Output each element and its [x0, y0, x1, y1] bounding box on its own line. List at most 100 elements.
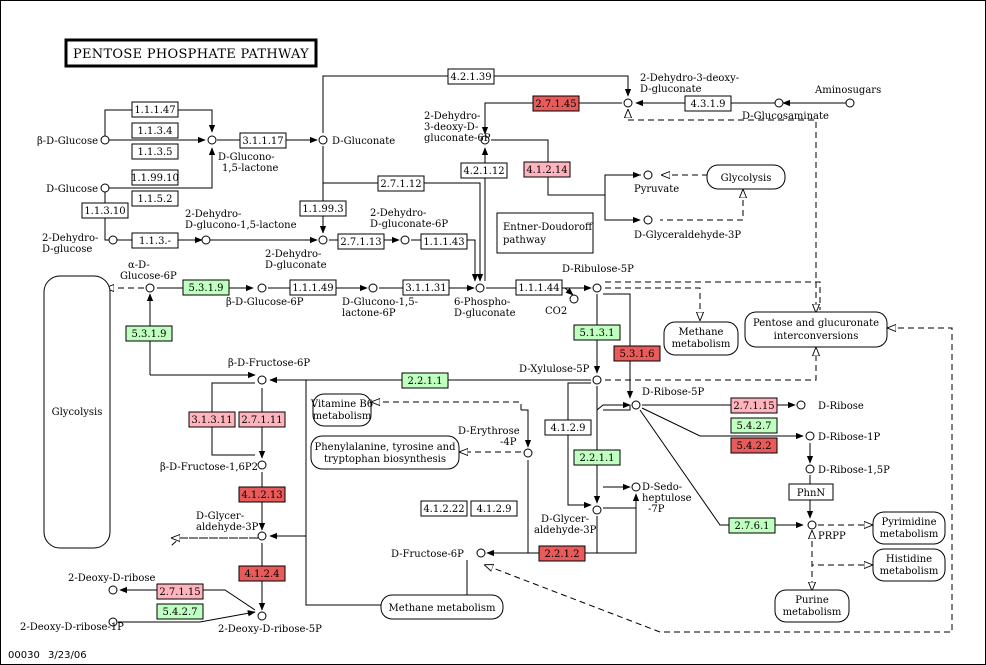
node-d-glucose — [100, 183, 110, 193]
map-methane-metabolism-bottom[interactable]: Methane metabolism — [380, 594, 504, 620]
label-dh-gluconate-6p-2: D-gluconate-6P — [370, 219, 448, 230]
label-2-dehydro-glucose-2: D-glucose — [42, 244, 92, 255]
enzyme-4-1-2-9-upper[interactable]: 4.1.2.9 — [544, 419, 592, 436]
svg-text:1.1.1.43: 1.1.1.43 — [423, 237, 464, 248]
enzyme-2-7-1-45[interactable]: 2.7.1.45 — [532, 95, 580, 112]
node-glucono-lactone-6p — [368, 283, 378, 293]
enzyme-2-7-1-11[interactable]: 2.7.1.11 — [238, 411, 286, 428]
enzyme-2-2-1-1-lower[interactable]: 2.2.1.1 — [573, 449, 621, 466]
node-ribose-15p — [805, 464, 815, 474]
enzyme-1-1-1-43[interactable]: 1.1.1.43 — [420, 233, 468, 250]
enzyme-4-1-2-22[interactable]: 4.1.2.22 — [420, 500, 468, 517]
label-2-deoxy-ribose-5p: 2-Deoxy-D-ribose-5P — [218, 624, 322, 635]
map-glycolysis-left[interactable]: Glycolysis — [43, 275, 111, 549]
enzyme-5-3-1-9-left[interactable]: 5.3.1.9 — [125, 325, 173, 342]
enzyme-5-4-2-7-right[interactable]: 5.4.2.7 — [730, 417, 778, 434]
label-a-glucose-6p-1: α-D- — [128, 260, 150, 271]
map-vitamin-b6[interactable]: Vitamine B6 metabolism — [310, 393, 373, 427]
enzyme-1-1-3-5[interactable]: 1.1.3.5 — [131, 143, 179, 160]
label-ribose-1p: D-Ribose-1P — [818, 432, 881, 443]
enzyme-1-1-3-4[interactable]: 1.1.3.4 — [131, 122, 179, 139]
map-pyrimidine[interactable]: Pyrimidine metabolism — [872, 511, 946, 545]
node-dh-glucono-lactone — [201, 235, 211, 245]
svg-text:1.1.1.47: 1.1.1.47 — [134, 105, 175, 116]
node-erythrose-4p — [523, 448, 533, 458]
enzyme-4-1-2-14[interactable]: 4.1.2.14 — [523, 161, 571, 178]
label-gap-left-2: aldehyde-3P — [196, 522, 259, 533]
node-2-dehydro-gluconate — [318, 235, 328, 245]
enzyme-1-1-5-2[interactable]: 1.1.5.2 — [131, 190, 179, 207]
node-fructose-16p2 — [257, 460, 267, 470]
map-histidine[interactable]: Histidine metabolism — [872, 548, 946, 582]
label-kdg-2: D-gluconate — [640, 84, 702, 95]
enzyme-3-1-3-11[interactable]: 3.1.3.11 — [188, 411, 236, 428]
label-prpp: PRPP — [818, 531, 846, 542]
enzyme-1-1-3-dash[interactable]: 1.1.3.- — [131, 232, 179, 249]
map-pentose-glucuronate[interactable]: Pentose and glucuronate interconversions — [744, 311, 888, 348]
enzyme-5-3-1-6[interactable]: 5.3.1.6 — [613, 345, 661, 362]
label-ribose-15p: D-Ribose-1,5P — [818, 465, 890, 476]
node-co2 — [569, 294, 579, 304]
enzyme-2-2-1-1-top[interactable]: 2.2.1.1 — [401, 372, 449, 389]
map-glycolysis-top[interactable]: Glycolysis — [706, 164, 786, 190]
label-6pg-2: D-gluconate — [454, 308, 516, 319]
enzyme-1-1-99-10[interactable]: 1.1.99.10 — [131, 169, 179, 186]
enzyme-4-2-1-12[interactable]: 4.2.1.12 — [460, 162, 508, 179]
enzyme-1-1-3-10[interactable]: 1.1.3.10 — [81, 202, 129, 219]
enzyme-3-1-1-31[interactable]: 3.1.1.31 — [402, 279, 450, 296]
label-glucono-lactone-1: D-Glucono- — [218, 152, 275, 163]
svg-text:1.1.99.3: 1.1.99.3 — [302, 204, 343, 215]
map-phe-tyr-trp[interactable]: Phenylalanine, tyrosine and tryptophan b… — [310, 435, 460, 470]
enzyme-1-1-1-49[interactable]: 1.1.1.49 — [289, 279, 337, 296]
map-methane-metabolism-right[interactable]: Methane metabolism — [663, 321, 739, 356]
enzyme-4-1-2-13[interactable]: 4.1.2.13 — [238, 486, 286, 503]
node-gap-ed — [643, 215, 653, 225]
enzyme-4-1-2-9-lower[interactable]: 4.1.2.9 — [470, 500, 518, 517]
compound-nodes[interactable] — [100, 98, 855, 627]
label-dh-gluconate-2: D-gluconate — [265, 260, 327, 271]
enzyme-5-4-2-2[interactable]: 5.4.2.2 — [730, 437, 778, 454]
label-gap-mid-2: aldehyde-3P — [534, 525, 597, 536]
pathway-map-links[interactable]: Glycolysis Entner-Doudoroff pathway Glyc… — [43, 164, 946, 623]
svg-text:1.1.5.2: 1.1.5.2 — [138, 194, 173, 205]
enzyme-3-1-1-17[interactable]: 3.1.1.17 — [239, 132, 287, 149]
enzyme-4-2-1-39[interactable]: 4.2.1.39 — [447, 68, 495, 85]
enzyme-2-7-1-13[interactable]: 2.7.1.13 — [337, 233, 385, 250]
label-a-glucose-6p-2: Glucose-6P — [120, 271, 177, 282]
map-purine[interactable]: Purine metabolism — [774, 589, 850, 623]
enzyme-boxes[interactable]: 1.1.1.47 1.1.3.4 1.1.3.5 1.1.99.10 1.1.5… — [81, 68, 834, 620]
node-ribulose-5p — [592, 283, 602, 293]
label-gap-left-1: D-Glycer- — [196, 511, 244, 522]
label-dh-gluconate-1: 2-Dehydro- — [265, 249, 321, 260]
enzyme-5-3-1-9-top[interactable]: 5.3.1.9 — [182, 279, 230, 296]
node-2-dehydro-glucose — [108, 235, 118, 245]
node-b-glucose-6p — [257, 283, 267, 293]
label-sedo-2: heptulose — [642, 493, 692, 504]
label-b-fructose-6p: β-D-Fructose-6P — [228, 358, 310, 369]
enzyme-2-7-1-15-right[interactable]: 2.7.1.15 — [730, 397, 778, 414]
label-co2: CO2 — [545, 306, 567, 317]
enzyme-1-1-99-3[interactable]: 1.1.99.3 — [299, 200, 347, 217]
node-2-dehydro-gluconate-6p — [400, 235, 410, 245]
enzyme-2-7-6-1[interactable]: 2.7.6.1 — [728, 517, 776, 534]
enzyme-2-7-1-15-left[interactable]: 2.7.1.15 — [156, 583, 204, 600]
svg-text:5.4.2.7: 5.4.2.7 — [163, 607, 198, 618]
enzyme-phnn[interactable]: PhnN — [788, 483, 834, 501]
svg-text:2.7.1.15: 2.7.1.15 — [733, 401, 774, 412]
svg-text:Histidine: Histidine — [886, 554, 932, 565]
node-glucono-lactone — [207, 135, 217, 145]
svg-text:Glycolysis: Glycolysis — [52, 407, 103, 418]
map-footer: 00030 3/23/06 — [8, 650, 87, 661]
enzyme-1-1-1-44[interactable]: 1.1.1.44 — [515, 279, 563, 296]
enzyme-4-1-2-4[interactable]: 4.1.2.4 — [238, 565, 286, 582]
map-entner-doudoroff[interactable]: Entner-Doudoroff pathway — [496, 212, 594, 254]
enzyme-2-2-1-2[interactable]: 2.2.1.2 — [538, 545, 586, 562]
enzyme-5-1-3-1[interactable]: 5.1.3.1 — [573, 324, 621, 341]
enzyme-1-1-1-47[interactable]: 1.1.1.47 — [131, 101, 179, 118]
label-d-glucose: D-Glucose — [46, 184, 98, 195]
enzyme-2-7-1-12[interactable]: 2.7.1.12 — [377, 175, 425, 192]
enzyme-5-4-2-7-left[interactable]: 5.4.2.7 — [156, 603, 204, 620]
enzyme-4-3-1-9[interactable]: 4.3.1.9 — [684, 95, 732, 112]
svg-text:interconversions: interconversions — [774, 331, 859, 342]
